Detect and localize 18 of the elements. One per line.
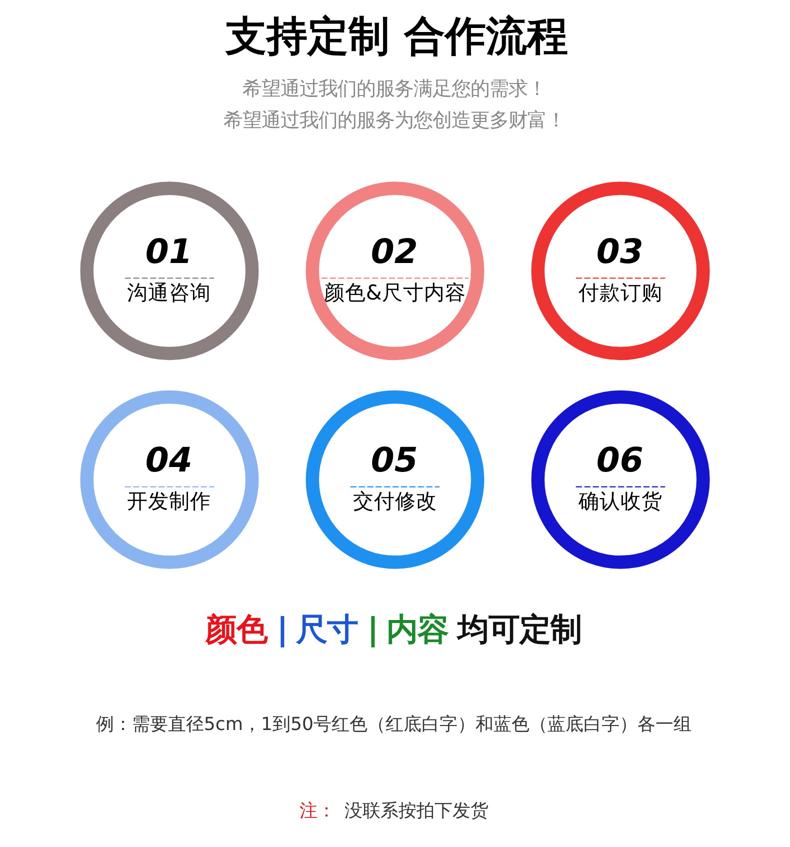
node-circle: 04 开发制作 (80, 390, 259, 569)
label: | (367, 612, 379, 648)
diagram-title: 支持定制 合作流程 (226, 12, 568, 60)
node-circle: 01 沟通咨询 (80, 182, 259, 360)
label: 例：需要直径5cm，1到50号红色（红底白字）和蓝色（蓝底白字）各一组 (96, 714, 692, 735)
node-circle: 05 交付修改 (306, 390, 484, 569)
label: 希望通过我们的服务为您创造更多财富！ (224, 108, 566, 132)
label: 没联系按拍下发货 (344, 800, 488, 822)
label: 注： (300, 800, 336, 822)
label: 尺寸 (296, 612, 358, 648)
node-circle: 03 付款订购 (531, 182, 710, 360)
node-circle: 06 确认收货 (531, 390, 710, 569)
node-circle: 02 颜色&尺寸内容 (306, 182, 484, 360)
label: 颜色 (206, 612, 268, 648)
label: 内容 (386, 612, 449, 648)
label: | (276, 612, 288, 648)
label: 希望通过我们的服务满足您的需求！ (242, 77, 546, 100)
label: 均可定制 (458, 612, 582, 648)
